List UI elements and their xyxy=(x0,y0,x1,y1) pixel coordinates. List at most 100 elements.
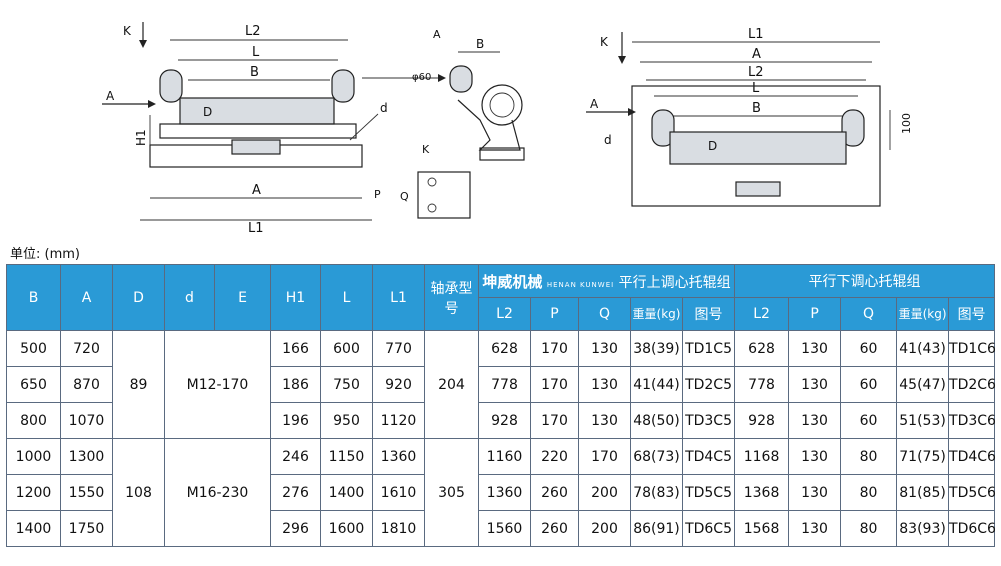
table-cell: 1360 xyxy=(372,438,425,475)
table-cell: 130 xyxy=(788,474,842,511)
label-right-k: K xyxy=(600,35,609,49)
header-d: d xyxy=(164,264,215,331)
table-cell: 170 xyxy=(530,366,579,403)
table-cell: 1120 xyxy=(372,402,425,439)
table-cell: 81(85) xyxy=(896,474,950,511)
table-cell: 60 xyxy=(840,366,898,403)
header-bearing-model: 轴承型号 xyxy=(424,264,479,331)
header-upper-group: 坤威机械 HENAN KUNWEI 平行上调心托辊组 xyxy=(477,264,736,298)
table-cell: 628 xyxy=(734,330,790,367)
table-cell: 89 xyxy=(112,330,165,439)
table-cell: 1560 xyxy=(478,510,531,547)
table-cell: 186 xyxy=(270,366,321,403)
table-cell: 170 xyxy=(530,402,579,439)
table-cell: 196 xyxy=(270,402,321,439)
table-cell: 200 xyxy=(578,474,631,511)
sub-header-q: Q xyxy=(840,297,898,331)
table-cell: 870 xyxy=(60,366,113,403)
side-view-drawing: A B φ60 xyxy=(412,28,525,161)
table-cell: 778 xyxy=(734,366,790,403)
header-e: E xyxy=(214,264,271,331)
table-cell: 71(75) xyxy=(896,438,950,475)
sub-header-p: P xyxy=(530,297,579,331)
table-cell: TD5C5 xyxy=(681,474,736,511)
table-cell: 80 xyxy=(840,438,898,475)
table-cell: TD2C5 xyxy=(681,366,736,403)
table-cell: 48(50) xyxy=(630,402,683,439)
table-cell: 1300 xyxy=(60,438,113,475)
table-cell: 130 xyxy=(788,366,842,403)
table-cell: 650 xyxy=(6,366,61,403)
table-cell: 276 xyxy=(270,474,321,511)
table-cell: TD1C6 xyxy=(948,330,996,367)
sub-header-weight: 重量(kg) xyxy=(896,297,950,331)
table-cell: 170 xyxy=(578,438,631,475)
table-cell: 130 xyxy=(788,330,842,367)
table-cell: 1400 xyxy=(320,474,373,511)
table-cell: 296 xyxy=(270,510,321,547)
table-cell: 1810 xyxy=(372,510,425,547)
header-b: B xyxy=(6,264,61,331)
table-cell: 166 xyxy=(270,330,321,367)
table-cell: 51(53) xyxy=(896,402,950,439)
table-cell: TD5C6 xyxy=(948,474,996,511)
table-cell: 600 xyxy=(320,330,373,367)
table-cell: 1360 xyxy=(478,474,531,511)
bearing-model-label: 轴承型号 xyxy=(430,280,473,317)
table-cell: 130 xyxy=(578,330,631,367)
dim-right-d-cap: D xyxy=(708,139,717,153)
table-cell: 920 xyxy=(372,366,425,403)
label-q: Q xyxy=(400,190,409,203)
table-cell: 1750 xyxy=(60,510,113,547)
table-cell: 130 xyxy=(788,402,842,439)
sub-header-drawing-no: 图号 xyxy=(948,297,996,331)
table-cell: 246 xyxy=(270,438,321,475)
label-d-small: d xyxy=(380,101,388,115)
table-cell: 720 xyxy=(60,330,113,367)
dim-b: B xyxy=(250,65,259,80)
brand-logo: 坤威机械 xyxy=(482,272,543,291)
table-cell: 41(44) xyxy=(630,366,683,403)
label-a: A xyxy=(106,89,115,103)
sub-header-weight: 重量(kg) xyxy=(630,297,683,331)
label-k-view: K xyxy=(422,143,430,156)
header-lower-group: 平行下调心托辊组 xyxy=(734,264,996,298)
table-cell: 500 xyxy=(6,330,61,367)
dim-l1: L1 xyxy=(248,221,264,236)
dim-a-bottom: A xyxy=(252,183,261,198)
table-cell: 170 xyxy=(530,330,579,367)
table-cell: 220 xyxy=(530,438,579,475)
label-p: P xyxy=(374,188,381,201)
header-h1: H1 xyxy=(270,264,321,331)
label-right-a: A xyxy=(590,97,599,111)
header-a: A xyxy=(60,264,113,331)
label-k: K xyxy=(123,24,132,38)
table-cell: TD4C5 xyxy=(681,438,736,475)
table-cell: 1200 xyxy=(6,474,61,511)
table-cell: 130 xyxy=(578,366,631,403)
table-cell: 204 xyxy=(424,330,479,439)
table-cell: 305 xyxy=(424,438,479,547)
table-cell: 750 xyxy=(320,366,373,403)
table-cell: TD3C6 xyxy=(948,402,996,439)
unit-label: 单位: (mm) xyxy=(10,247,80,262)
table-cell: 78(83) xyxy=(630,474,683,511)
dim-right-l2: L2 xyxy=(748,65,764,80)
table-cell: 60 xyxy=(840,330,898,367)
table-cell: 80 xyxy=(840,510,898,547)
technical-drawings: K L2 L B D A H1 d A L1 A B xyxy=(102,22,913,236)
dim-right-h: 100 xyxy=(900,113,913,134)
table-cell: 800 xyxy=(6,402,61,439)
table-cell: 130 xyxy=(788,438,842,475)
table-cell: 928 xyxy=(734,402,790,439)
dim-right-l1: L1 xyxy=(748,27,764,42)
table-cell: 86(91) xyxy=(630,510,683,547)
table-cell: 1550 xyxy=(60,474,113,511)
table-cell: 38(39) xyxy=(630,330,683,367)
table-cell: 130 xyxy=(788,510,842,547)
table-cell: TD4C6 xyxy=(948,438,996,475)
dim-right-b: B xyxy=(752,101,761,116)
